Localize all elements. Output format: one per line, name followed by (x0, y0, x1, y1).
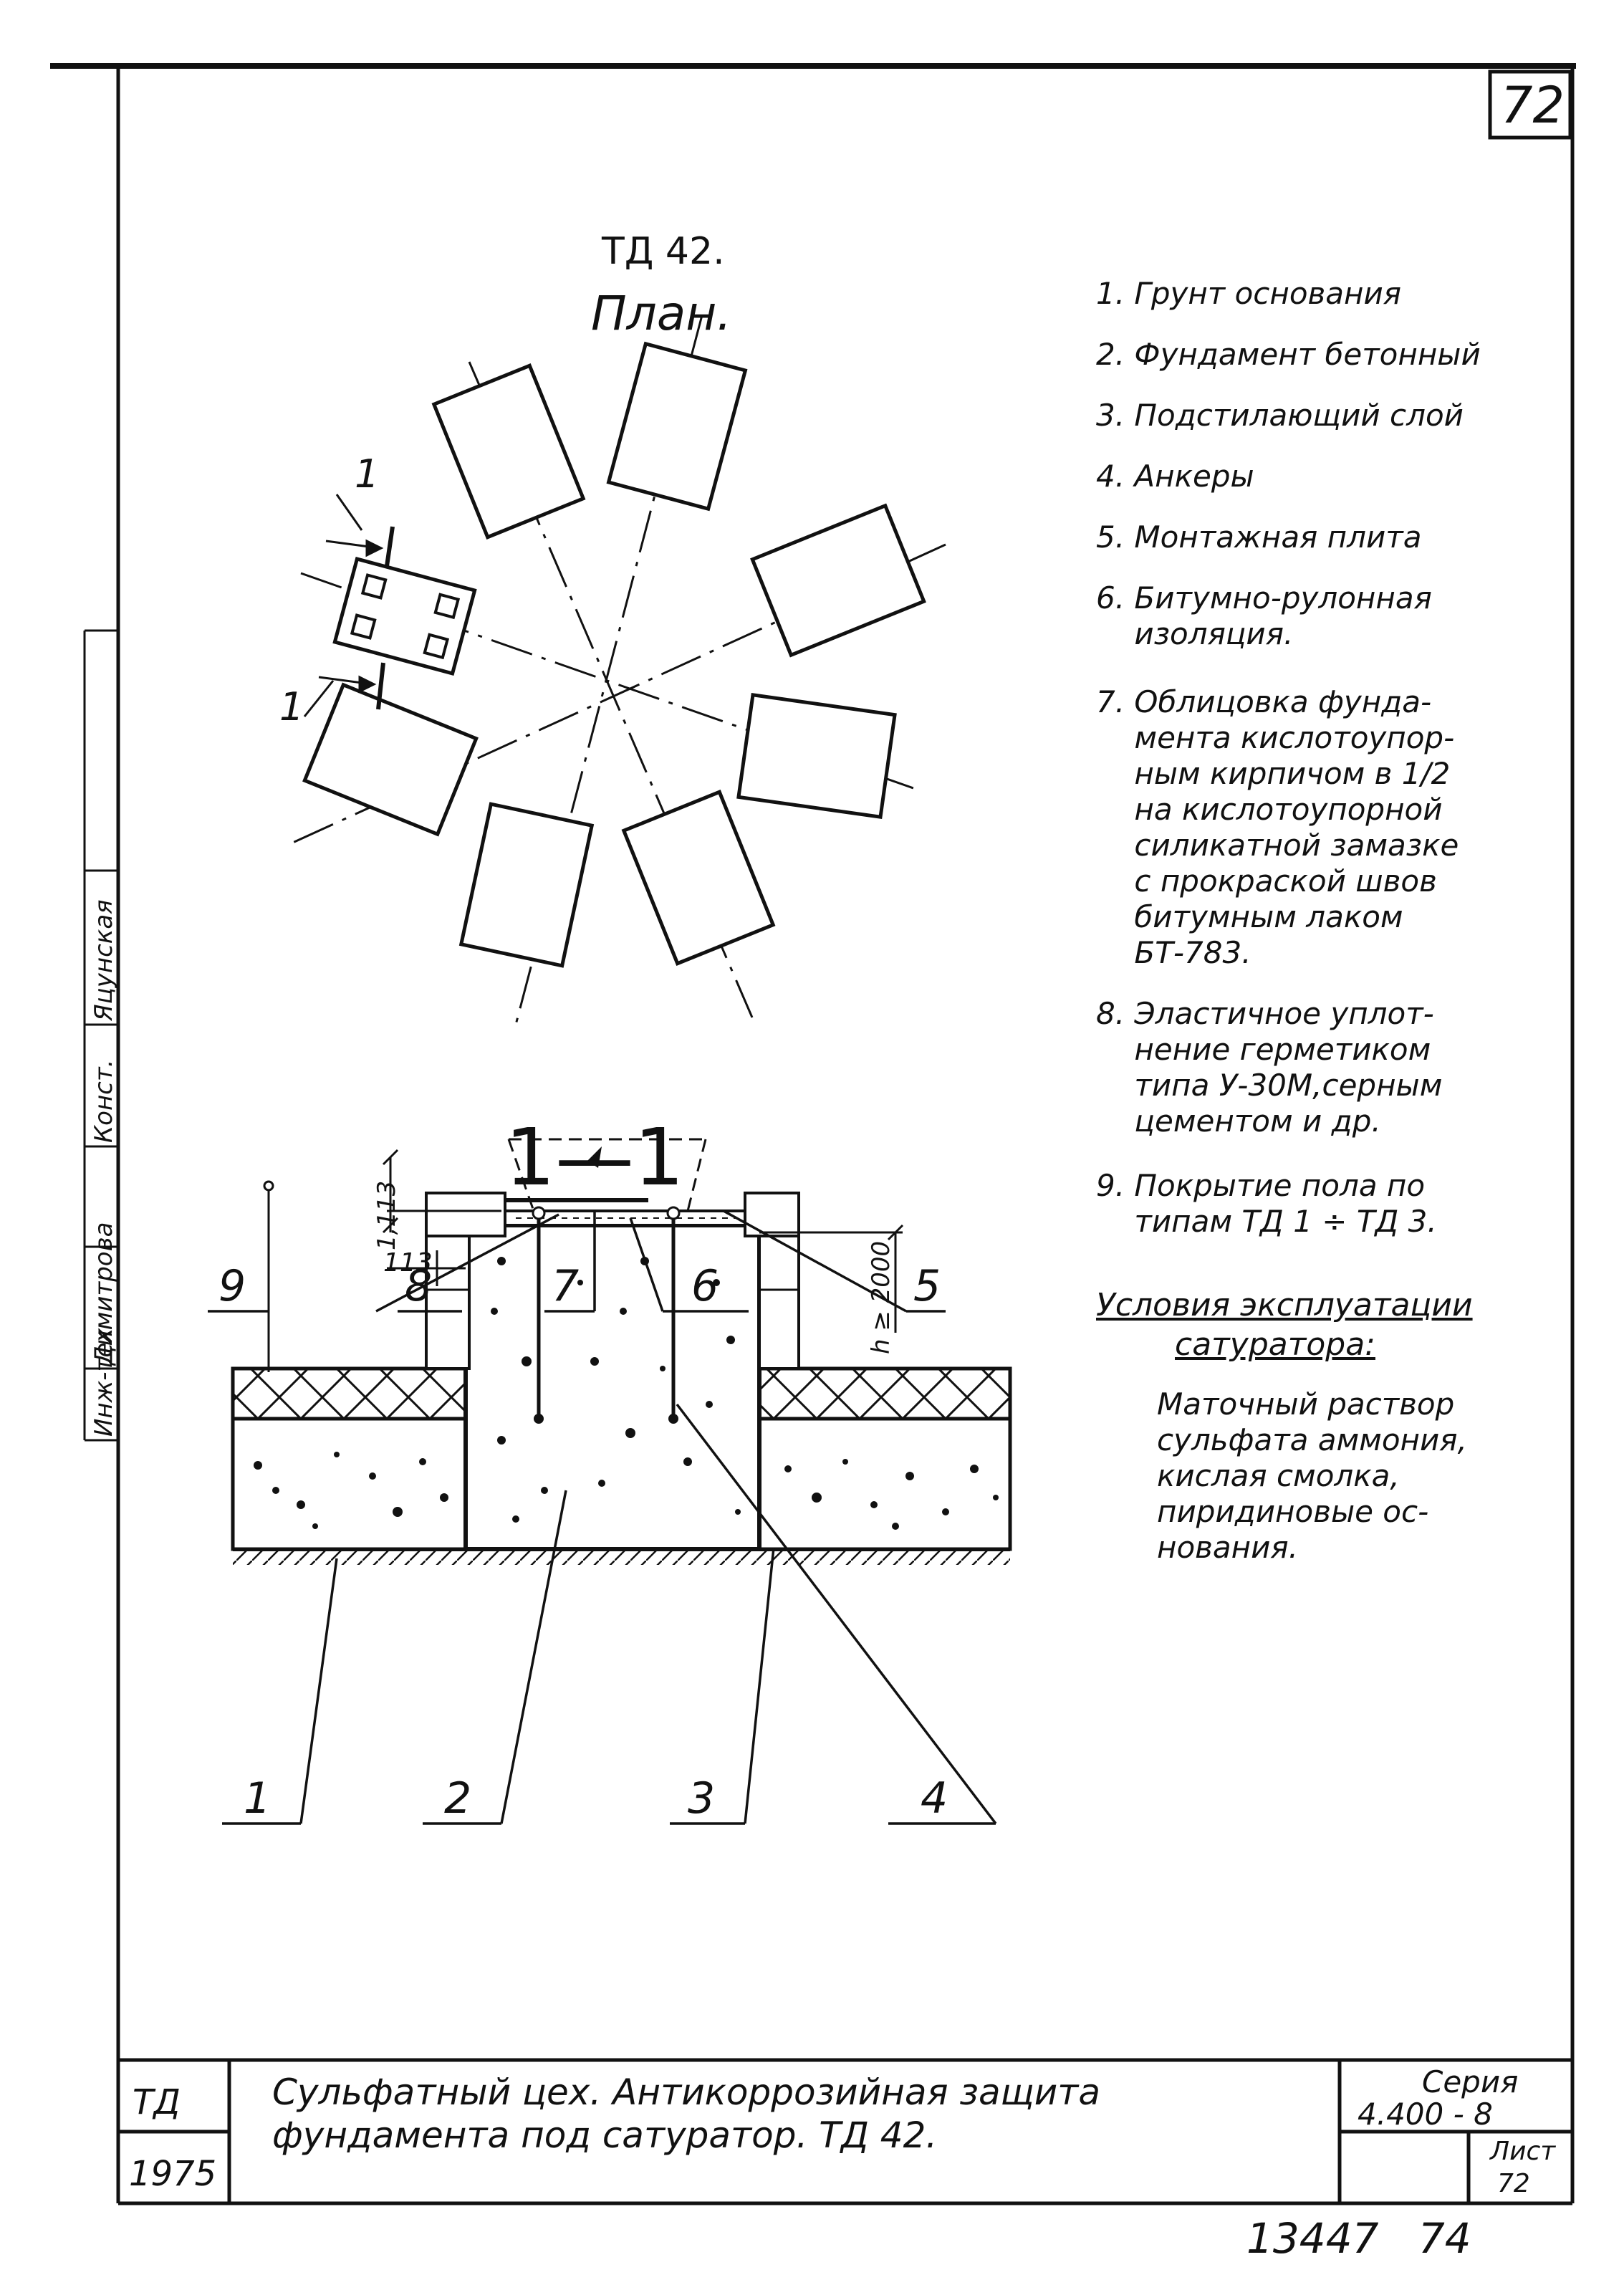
page-number: 72 (1501, 76, 1565, 135)
sheet-frame (50, 63, 1576, 2205)
stamp-series-value: 4.400 - 8 (1358, 2097, 1493, 2132)
callout-7: 7 (552, 1261, 580, 1311)
legend-item-2: 2. Фундамент бетонный (1096, 337, 1481, 372)
section-title: 1—1 (505, 1111, 684, 1203)
stamp-year: 1975 (129, 2154, 217, 2194)
legend-item-4: 4. Анкеры (1096, 459, 1254, 494)
stamp-series-label: Серия (1422, 2064, 1519, 2099)
stamp-title-2: фундамента под сатуратор. ТД 42. (272, 2114, 938, 2156)
conditions-heading-2: сатуратора: (1175, 1326, 1375, 1363)
dim-top-left: 1,113 (373, 1180, 401, 1250)
callout-5: 5 (913, 1261, 941, 1311)
legend-item-5: 5. Монтажная плита (1096, 519, 1422, 555)
callout-8: 8 (405, 1261, 433, 1311)
legend-item-9: 9. Покрытие пола по типам ТД 1 ÷ ТД 3. (1096, 1168, 1437, 1239)
conditions-heading-1: Условия эксплуатации (1096, 1287, 1473, 1323)
plan-view (286, 315, 946, 1025)
drawing-title: ТД 42. (602, 230, 725, 273)
title-block-frame (118, 2058, 1572, 2203)
plan-cut-label-bottom: 1 (279, 684, 304, 729)
callout-1: 1 (244, 1773, 272, 1824)
stamp-code: ТД (133, 2082, 181, 2122)
plan-cut-label-top: 1 (355, 451, 380, 497)
legend-item-6: 6. Битумно-рулонная изоляция. (1096, 580, 1432, 651)
dim-side: 113 (383, 1248, 433, 1278)
side-stamp-3: Конст. (90, 1059, 118, 1143)
callout-4: 4 (921, 1773, 948, 1824)
conditions-text: Маточный раствор сульфата аммония, кисла… (1157, 1386, 1467, 1565)
legend-item-7: 7. Облицовка фунда- мента кислотоупор- н… (1096, 684, 1459, 970)
callout-9: 9 (218, 1261, 246, 1311)
bottom-numbers: 13447 74 (1246, 2214, 1471, 2263)
legend-item-3: 3. Подстилающий слой (1096, 398, 1464, 433)
stamp-title-1: Сульфатный цех. Антикоррозийная защита (272, 2071, 1101, 2113)
side-stamp-2: Димитрова (90, 1222, 118, 1365)
section-view (208, 1138, 1012, 1825)
callout-3: 3 (688, 1773, 716, 1824)
legend-item-8: 8. Эластичное уплот- нение герметиком ти… (1096, 996, 1443, 1139)
stamp-sheet-value: 72 (1497, 2169, 1530, 2198)
stamp-sheet-label: Лист (1490, 2137, 1556, 2166)
legend-item-1: 1. Грунт основания (1096, 276, 1402, 311)
side-stamp-frame (83, 629, 118, 1442)
callout-6: 6 (691, 1261, 719, 1311)
plan-title: План. (591, 286, 732, 341)
dim-right: h ≥ 2000 (867, 1240, 895, 1354)
callout-2: 2 (444, 1773, 472, 1824)
side-stamp-4: Яцунская (90, 899, 118, 1021)
